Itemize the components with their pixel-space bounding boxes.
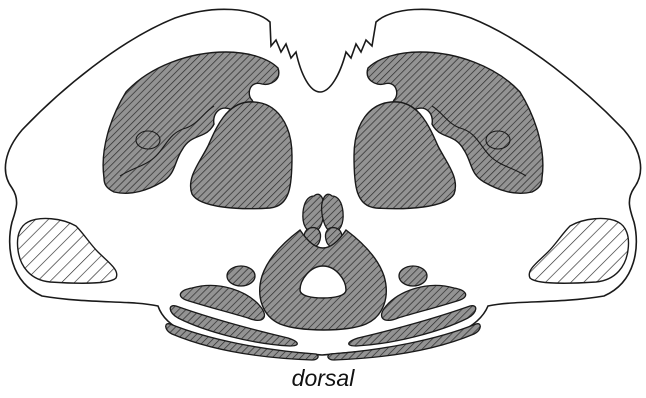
orientation-label-dorsal: dorsal: [0, 364, 646, 392]
left-small-oval: [227, 266, 255, 286]
right-small-oval: [399, 266, 427, 286]
